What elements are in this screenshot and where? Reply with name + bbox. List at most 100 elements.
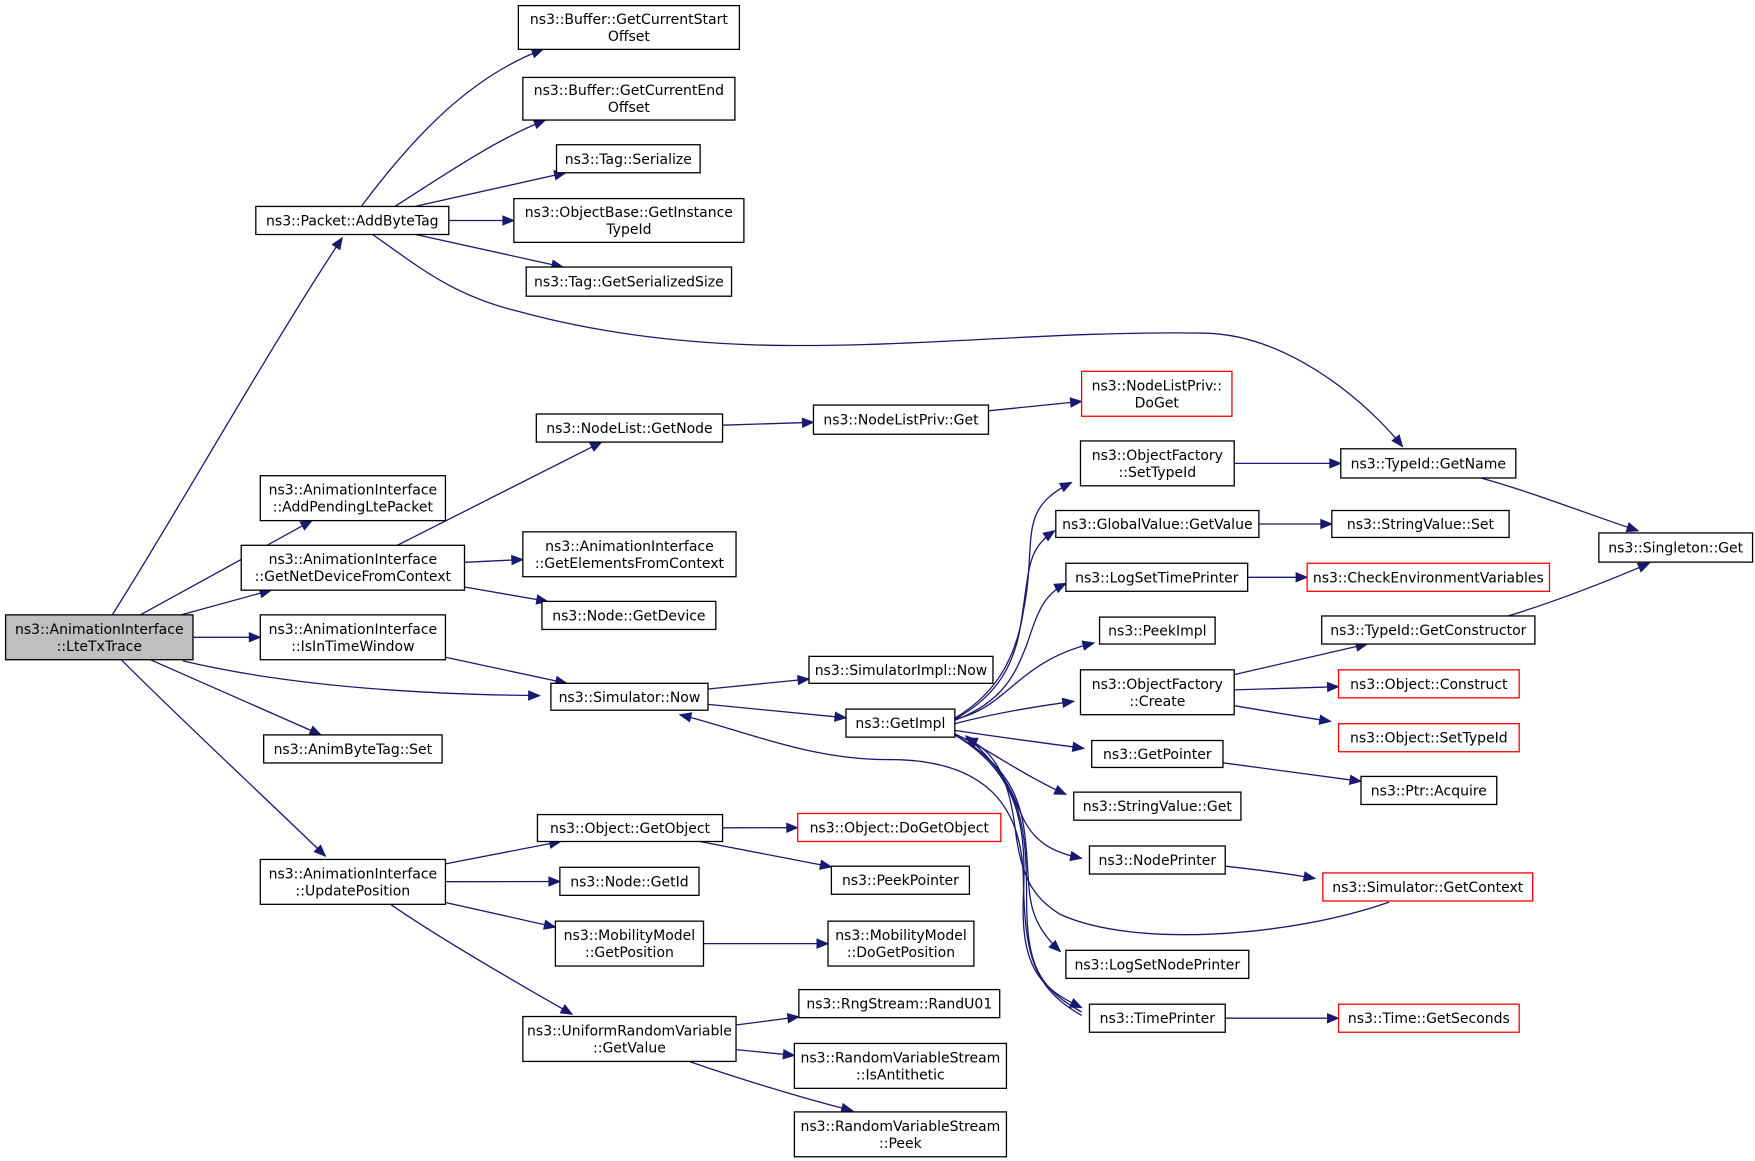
node-label: ns3::Buffer::GetCurrentStart — [530, 12, 728, 28]
node-nodelistpriv-doget[interactable]: ns3::NodeListPriv::DoGet — [1080, 370, 1233, 417]
edge-arrowhead — [1068, 998, 1083, 1009]
node-label: ::IsInTimeWindow — [291, 639, 414, 655]
node-typeid-getctor[interactable]: ns3::TypeId::GetConstructor — [1321, 615, 1536, 645]
node-typeid-getname[interactable]: ns3::TypeId::GetName — [1340, 448, 1517, 479]
node-peekimpl[interactable]: ns3::PeekImpl — [1098, 616, 1216, 645]
node-box — [554, 920, 705, 967]
node-sv-set[interactable]: ns3::StringValue::Set — [1331, 509, 1510, 539]
node-root[interactable]: ns3::AnimationInterface::LteTxTrace — [4, 614, 194, 661]
edge-line — [954, 530, 1056, 720]
node-getnetdev[interactable]: ns3::AnimationInterface::GetNetDeviceFro… — [240, 544, 466, 591]
edge-arrowhead — [543, 919, 557, 930]
node-rvs-isanti[interactable]: ns3::RandomVariableStream::IsAntithetic — [793, 1042, 1008, 1089]
node-node-getid[interactable]: ns3::Node::GetId — [559, 866, 700, 897]
node-addpending[interactable]: ns3::AnimationInterface::AddPendingLtePa… — [259, 475, 447, 522]
node-box — [1079, 440, 1235, 487]
node-sv-get[interactable]: ns3::StringValue::Get — [1073, 791, 1242, 821]
node-label: ::GetPosition — [585, 945, 674, 961]
node-sim-now[interactable]: ns3::Simulator::Now — [550, 682, 709, 711]
edge-root-to-sim-now — [182, 660, 542, 701]
node-mob-dogetpos[interactable]: ns3::MobilityModel::DoGetPosition — [827, 920, 975, 967]
node-label: TypeId — [605, 222, 651, 238]
edge-root-to-animbytetag — [150, 659, 323, 736]
node-label: Offset — [608, 100, 651, 116]
edge-line — [1480, 477, 1639, 532]
node-rng-randu01[interactable]: ns3::RngStream::RandU01 — [798, 988, 1001, 1019]
node-nodelistpriv-get[interactable]: ns3::NodeListPriv::Get — [812, 404, 990, 435]
node-tag-serialize[interactable]: ns3::Tag::Serialize — [555, 144, 701, 174]
node-box — [1360, 775, 1498, 806]
node-getpointer[interactable]: ns3::GetPointer — [1091, 739, 1224, 769]
node-label: ns3::StringValue::Get — [1083, 799, 1233, 815]
edge-line — [150, 659, 322, 736]
node-gv-getvalue[interactable]: ns3::GlobalValue::GetValue — [1055, 509, 1260, 539]
node-checkenv[interactable]: ns3::CheckEnvironmentVariables — [1306, 562, 1551, 592]
edge-getimpl-to-logsetnodeprinter — [954, 734, 1062, 953]
node-logsettimeprinter[interactable]: ns3::LogSetTimePrinter — [1065, 562, 1249, 592]
node-time-getseconds[interactable]: ns3::Time::GetSeconds — [1337, 1003, 1520, 1033]
node-obj-getobject[interactable]: ns3::Object::GetObject — [536, 813, 724, 843]
node-obj-dogetobject[interactable]: ns3::Object::DoGetObject — [797, 812, 1002, 843]
node-label: ns3::Ptr::Acquire — [1371, 783, 1487, 799]
node-obj-settypeid[interactable]: ns3::Object::SetTypeId — [1337, 723, 1520, 753]
node-label: ::LteTxTrace — [57, 639, 142, 655]
node-updatepos[interactable]: ns3::AnimationInterface::UpdatePosition — [259, 858, 447, 905]
node-box — [1306, 562, 1551, 592]
edge-arrowhead — [1625, 522, 1640, 533]
node-box — [1065, 562, 1249, 592]
node-rvs-peek[interactable]: ns3::RandomVariableStream::Peek — [793, 1111, 1008, 1158]
edge-line — [954, 700, 1074, 725]
edge-root-to-updatepos — [120, 659, 327, 858]
edge-nodeprinter-to-sim-getcontext — [1225, 865, 1317, 882]
node-box — [1088, 845, 1226, 875]
node-label: ns3::TypeId::GetConstructor — [1330, 623, 1526, 639]
node-getimpl[interactable]: ns3::GetImpl — [845, 708, 956, 738]
node-mob-getpos[interactable]: ns3::MobilityModel::GetPosition — [554, 920, 705, 967]
edge-getimpl-to-peekimpl — [954, 640, 1096, 720]
edge-line — [394, 119, 546, 207]
node-box — [517, 4, 741, 51]
node-box — [1598, 532, 1754, 563]
node-of-create[interactable]: ns3::ObjectFactory::Create — [1079, 669, 1235, 716]
edge-line — [445, 656, 567, 684]
node-sim-getcontext[interactable]: ns3::Simulator::GetContext — [1322, 872, 1534, 902]
edge-getimpl-to-logsettimeprinter — [954, 582, 1068, 721]
edge-line — [390, 903, 573, 1015]
node-of-settypeid[interactable]: ns3::ObjectFactory::SetTypeId — [1079, 440, 1235, 487]
node-peekpointer[interactable]: ns3::PeekPointer — [830, 865, 971, 895]
node-timeprinter[interactable]: ns3::TimePrinter — [1088, 1003, 1226, 1033]
node-tag-size[interactable]: ns3::Tag::GetSerializedSize — [525, 266, 733, 297]
edge-line — [372, 233, 1404, 448]
node-nodeprinter[interactable]: ns3::NodePrinter — [1088, 845, 1226, 875]
node-isintime[interactable]: ns3::AnimationInterface::IsInTimeWindow — [259, 614, 447, 661]
node-box — [536, 813, 724, 843]
node-logsetnodeprinter[interactable]: ns3::LogSetNodePrinter — [1065, 949, 1250, 980]
node-simimpl-now[interactable]: ns3::SimulatorImpl::Now — [808, 655, 994, 684]
node-singleton-get[interactable]: ns3::Singleton::Get — [1598, 532, 1754, 563]
edge-arrowhead — [782, 1049, 796, 1060]
node-label: DoGet — [1135, 395, 1180, 411]
node-label: ns3::CheckEnvironmentVariables — [1313, 570, 1544, 586]
edge-arrowhead — [331, 236, 343, 251]
node-nodelist-getnode[interactable]: ns3::NodeList::GetNode — [535, 413, 724, 443]
node-label: ns3::SimulatorImpl::Now — [815, 663, 988, 679]
node-box — [797, 812, 1002, 843]
edge-arrowhead — [1042, 529, 1056, 542]
node-addbytetag[interactable]: ns3::Packet::AddByteTag — [255, 205, 450, 236]
node-ptr-acquire[interactable]: ns3::Ptr::Acquire — [1360, 775, 1498, 806]
edge-arrowhead — [834, 711, 848, 722]
edge-arrowhead — [528, 690, 542, 701]
node-box — [1340, 448, 1517, 479]
edge-typeid-getctor-to-singleton-get — [1507, 562, 1651, 617]
node-getelements[interactable]: ns3::AnimationInterface::GetElementsFrom… — [522, 531, 737, 578]
node-urv-getvalue[interactable]: ns3::UniformRandomVariable::GetValue — [522, 1015, 737, 1063]
node-label: ns3::NodeList::GetNode — [546, 421, 712, 437]
node-box — [1055, 509, 1260, 539]
node-animbytetag[interactable]: ns3::AnimByteTag::Set — [263, 734, 443, 764]
node-box — [798, 988, 1001, 1019]
node-node-getdevice[interactable]: ns3::Node::GetDevice — [541, 600, 717, 631]
node-obj-construct[interactable]: ns3::Object::Construct — [1337, 669, 1520, 699]
